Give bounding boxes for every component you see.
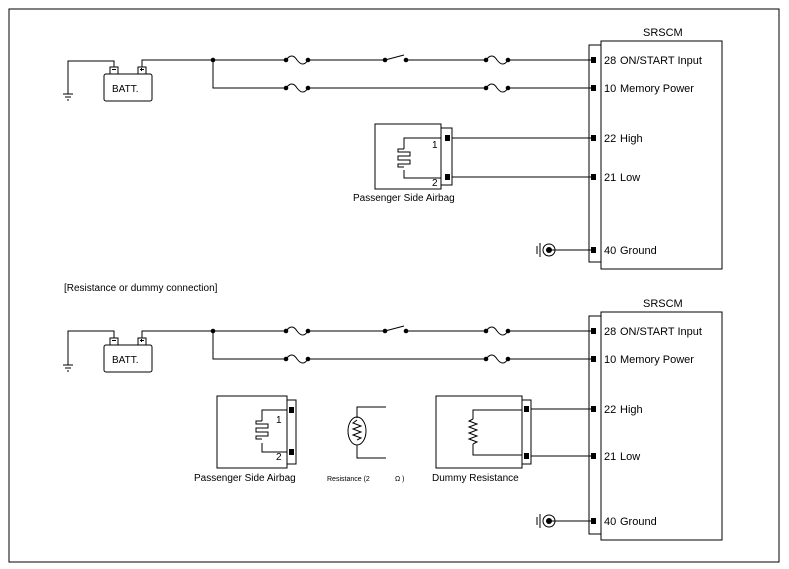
pin-28-num-top: 28 (604, 55, 616, 67)
pin-21-label-bottom: Low (620, 451, 640, 463)
resistor-label: Resistance (2 (327, 476, 370, 483)
battery-neg-terminal-bottom (109, 337, 119, 346)
srscm-title-bottom: SRSCM (643, 298, 683, 310)
section-heading: [Resistance or dummy connection] (64, 283, 218, 294)
diagram-top-marks (112, 57, 596, 253)
pin-22-num-top: 22 (604, 133, 616, 145)
srscm-box-top (600, 40, 723, 270)
resistor-unit: Ω ) (395, 476, 405, 483)
battery-box-top (103, 73, 153, 102)
dummy-resistance-label: Dummy Resistance (432, 473, 519, 484)
pin-22-num-bottom: 22 (604, 404, 616, 416)
pin-40-num-top: 40 (604, 245, 616, 257)
pin-21-num-top: 21 (604, 172, 616, 184)
battery-label-top: BATT. (112, 84, 138, 95)
diagram-top (63, 40, 723, 270)
pin-22-label-bottom: High (620, 404, 643, 416)
pin-40-num-bottom: 40 (604, 516, 616, 528)
srscm-connector-top (588, 44, 601, 263)
pin-28-label-bottom: ON/START Input (620, 326, 702, 338)
pin-28-label-top: ON/START Input (620, 55, 702, 67)
diagram-bottom (63, 311, 723, 541)
srscm-connector-bottom (588, 315, 601, 535)
airbag-pin-1-bottom: 1 (276, 415, 282, 426)
pin-40-label-bottom: Ground (620, 516, 657, 528)
airbag-pin-2-bottom: 2 (276, 452, 282, 463)
airbag-connector-bottom (216, 395, 288, 469)
airbag-label-bottom: Passenger Side Airbag (194, 473, 296, 484)
dummy-resistance-box (435, 395, 523, 469)
pin-40-label-top: Ground (620, 245, 657, 257)
pin-10-label-top: Memory Power (620, 83, 694, 95)
airbag-pin-2-top: 2 (432, 178, 438, 189)
diagram-bottom-marks (112, 328, 596, 524)
pin-28-num-bottom: 28 (604, 326, 616, 338)
outer-border (8, 8, 780, 563)
airbag-pin-1-top: 1 (432, 140, 438, 151)
airbag-label-top: Passenger Side Airbag (353, 193, 455, 204)
pin-21-label-top: Low (620, 172, 640, 184)
srscm-title-top: SRSCM (643, 27, 683, 39)
pin-22-label-top: High (620, 133, 643, 145)
pin-10-num-top: 10 (604, 83, 616, 95)
pin-21-num-bottom: 21 (604, 451, 616, 463)
battery-neg-terminal-top (109, 66, 119, 75)
pin-10-label-bottom: Memory Power (620, 354, 694, 366)
pin-10-num-bottom: 10 (604, 354, 616, 366)
battery-label-bottom: BATT. (112, 355, 138, 366)
srscm-box-bottom (600, 311, 723, 541)
battery-box-bottom (103, 344, 153, 373)
